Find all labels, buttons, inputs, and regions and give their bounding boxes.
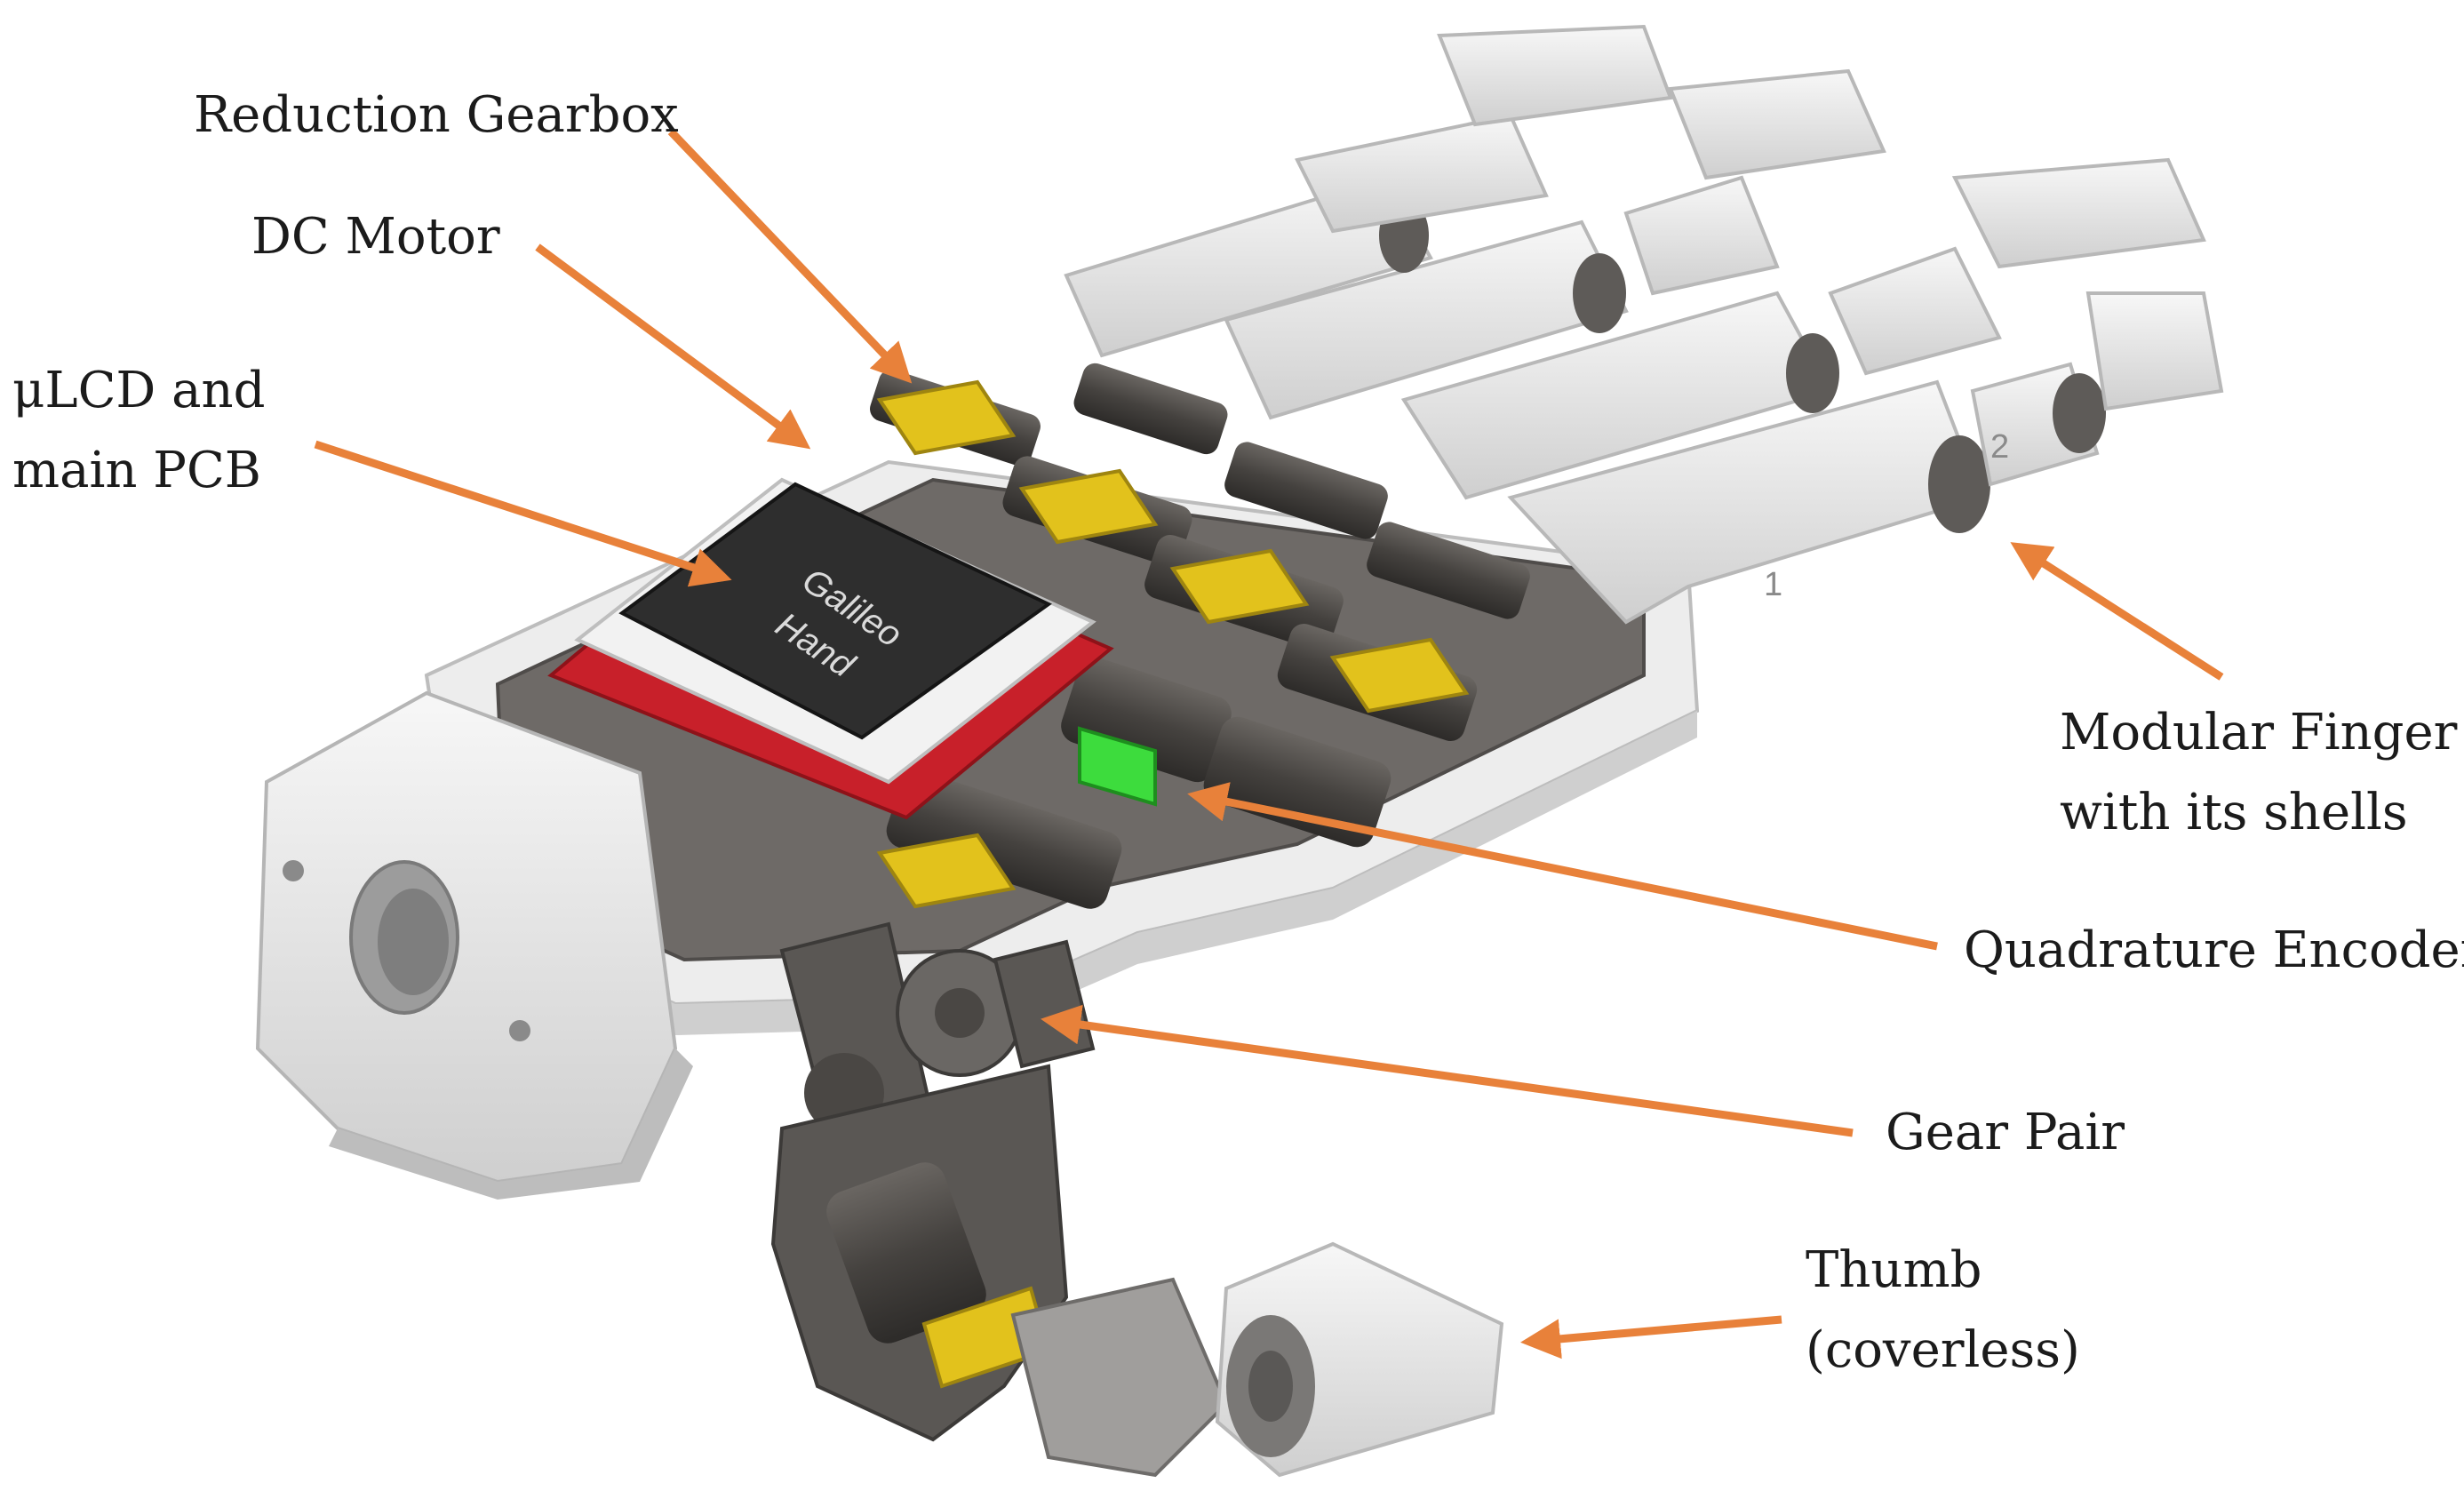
label-thumb: Thumb (coverless) [1806,1231,2080,1390]
label-reduction-gearbox: Reduction Gearbox [194,86,679,144]
label-modular-finger-line1: Modular Finger [2060,704,2458,761]
arrow-reduction-gearbox [667,128,913,384]
motor-row-1 [870,363,1228,466]
label-lcd-pcb: μLCD and main PCB [12,351,265,510]
arrow-dc-motor [535,243,811,450]
label-dc-motor: DC Motor [251,208,500,266]
thumb-motor [876,770,1122,909]
arrow-thumb [1520,1315,1782,1359]
thumb-part [770,1064,1504,1478]
finger-number-2: 2 [1990,428,2009,466]
gear-pair-part [779,921,1096,1158]
arrow-quadrature-encoder [1187,782,1938,951]
arrow-lcd-pcb [314,440,732,587]
label-quadrature-encoder: Quadrature Encoder [1964,921,2464,979]
arrow-modular-finger [2010,542,2224,681]
motor-row-2 [1002,442,1388,566]
label-lcd-pcb-line2: main PCB [12,441,261,499]
finger-4 [1064,24,1673,358]
label-lcd-pcb-line1: μLCD and [12,362,266,419]
quadrature-encoder-part [1078,726,1157,807]
motor-row-3 [1144,522,1530,651]
callout-arrows [314,128,2224,1359]
arrow-gear-pair [1041,1004,1854,1137]
wrist-block [255,690,693,1200]
finger-number-1: 1 [1764,566,1782,603]
motor-row-4 [1061,624,1478,848]
label-modular-finger: Modular Finger with its shells [2060,693,2457,852]
label-thumb-line2: (coverless) [1806,1320,2080,1379]
motor-array [870,363,1530,909]
finger-3 [1224,68,1886,420]
label-thumb-line1: Thumb [1806,1241,1982,1299]
finger-1: 1 2 [1507,291,2224,625]
label-modular-finger-line2: with its shells [2060,783,2408,841]
finger-2 [1400,157,2206,500]
label-gear-pair: Gear Pair [1886,1104,2125,1161]
